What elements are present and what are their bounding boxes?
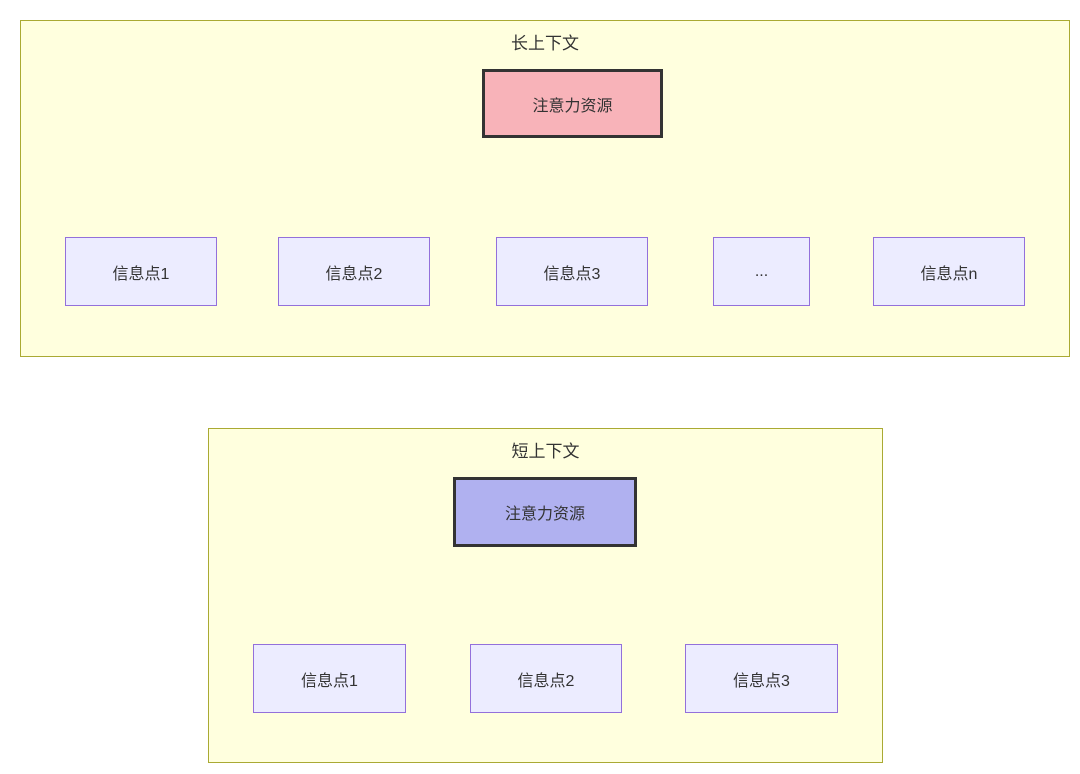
long-info-node-ellipsis-label: ... (754, 262, 769, 280)
long-attention-label: 注意力资源 (532, 97, 613, 115)
long-attention-box: 注意力资源 (482, 69, 663, 138)
short-context-title: 短上下文 (511, 442, 580, 461)
short-attention-label: 注意力资源 (504, 506, 585, 523)
long-info-node-1-label: 信息点1 (112, 265, 170, 283)
short-attention-box: 注意力资源 (453, 477, 637, 547)
long-info-node-ellipsis: ... (713, 237, 810, 306)
long-info-node-1: 信息点1 (65, 237, 217, 306)
long-context-title: 长上下文 (511, 34, 579, 53)
long-info-node-2-label: 信息点2 (325, 265, 383, 283)
long-info-node-3-label: 信息点3 (543, 265, 601, 283)
long-info-node-2: 信息点2 (278, 237, 430, 306)
short-info-node-3: 信息点3 (685, 644, 838, 713)
long-info-node-3: 信息点3 (496, 237, 648, 306)
short-info-node-1-label: 信息点1 (301, 672, 358, 690)
long-info-node-n: 信息点n (873, 237, 1025, 306)
short-info-node-2-label: 信息点2 (517, 672, 575, 690)
short-info-node-2: 信息点2 (470, 644, 622, 713)
long-info-node-n-label: 信息点n (920, 265, 978, 283)
short-info-node-3-label: 信息点3 (733, 672, 790, 690)
short-info-node-1: 信息点1 (253, 644, 406, 713)
